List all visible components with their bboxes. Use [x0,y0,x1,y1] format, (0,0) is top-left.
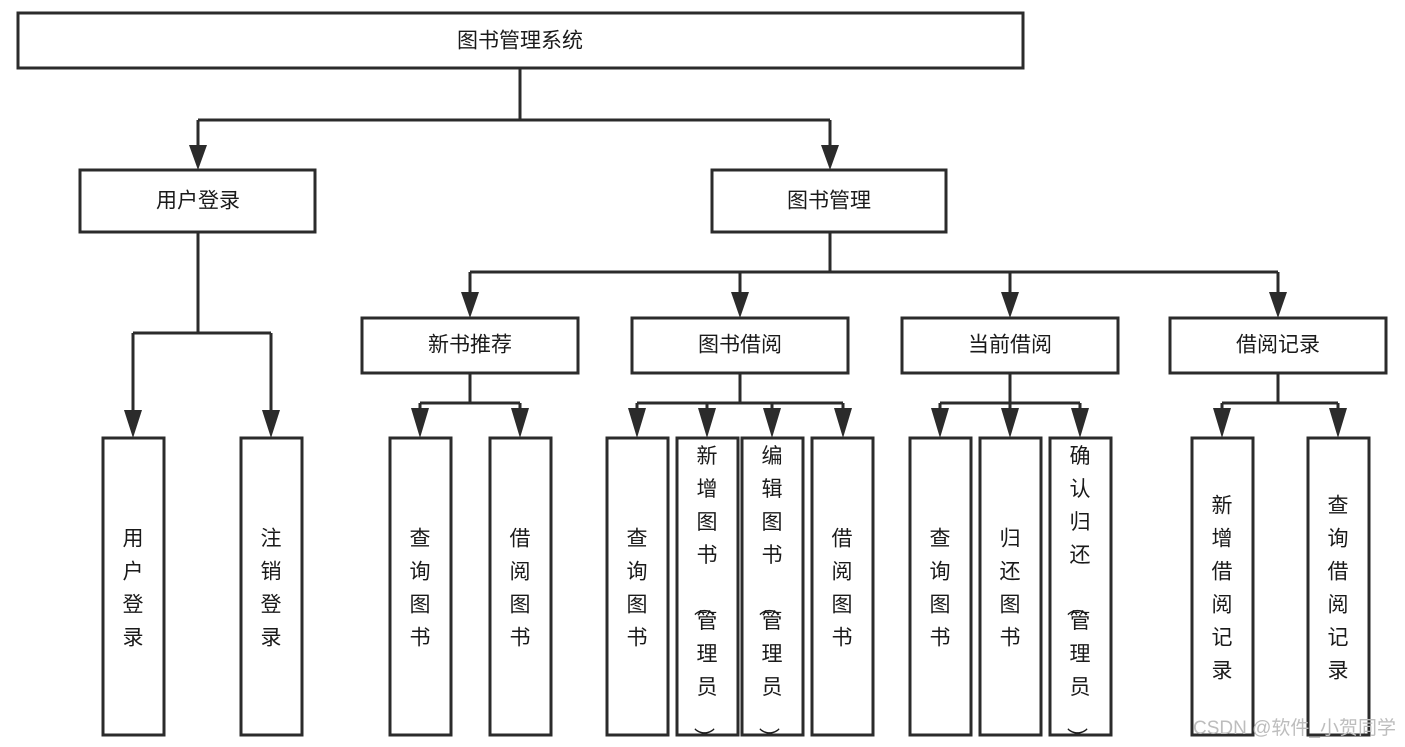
node-book-borrow[interactable]: 图书借阅 [630,316,850,375]
node-book-borrow-box[interactable] [630,316,850,375]
node-leaf-user-login-label: 用户登录 [123,528,144,650]
leaf-nodes-layer: 用户登录 注销登录 查询图书 借阅图书 查询图书 新增图书（管理员） 编辑图书（… [101,436,1371,747]
arrow-head-borrow-record [1269,292,1287,318]
arrow-head-book-management [821,145,839,170]
node-leaf-query-book-3[interactable]: 查询图书 [908,436,973,737]
node-current-borrow[interactable]: 当前借阅 [900,316,1120,375]
watermark-label: CSDN @软件_小贺同学 [1193,717,1396,739]
node-root[interactable]: 图书管理系统 [16,11,1025,70]
node-leaf-add-record-label: 新增借阅记录 [1212,495,1233,683]
node-book-borrow-label: 图书借阅 [698,334,782,357]
arrow-head-current-borrow [1001,292,1019,318]
connector-layer [124,68,1347,438]
node-leaf-confirm-return[interactable]: 确认归还（管理员） [1048,436,1113,747]
node-root-label: 图书管理系统 [457,30,583,53]
node-leaf-user-logout-box[interactable] [239,436,304,737]
node-leaf-query-record-label: 查询借阅记录 [1328,495,1349,683]
arrow-head-leaf-confirm-return [1071,408,1089,438]
node-leaf-query-book-2-box[interactable] [605,436,670,737]
node-leaf-edit-book-box[interactable] [740,436,805,737]
node-leaf-user-logout-label: 注销登录 [261,528,282,650]
node-leaf-return-book[interactable]: 归还图书 [978,436,1043,737]
node-leaf-query-book-2-label: 查询图书 [627,528,648,650]
arrow-head-leaf-add-book [698,408,716,438]
node-leaf-query-book-2[interactable]: 查询图书 [605,436,670,737]
node-book-management-box[interactable] [710,168,948,234]
node-leaf-borrow-book-1-label: 借阅图书 [510,528,531,650]
node-new-book-recommend[interactable]: 新书推荐 [360,316,580,375]
node-current-borrow-box[interactable] [900,316,1120,375]
node-user-login-label: 用户登录 [156,190,240,213]
node-leaf-query-record-box[interactable] [1306,436,1371,737]
node-new-book-recommend-box[interactable] [360,316,580,375]
node-borrow-record-box[interactable] [1168,316,1388,375]
node-user-login-box[interactable] [78,168,317,234]
arrow-head-leaf-user-login [124,410,142,438]
node-user-login[interactable]: 用户登录 [78,168,317,234]
node-leaf-borrow-book-2[interactable]: 借阅图书 [810,436,875,737]
node-leaf-edit-book-label: 编辑图书（管理员） [757,445,783,747]
arrow-head-leaf-query-book-2 [628,408,646,438]
node-leaf-confirm-return-box[interactable] [1048,436,1113,737]
node-leaf-borrow-book-2-label: 借阅图书 [832,528,853,650]
node-leaf-query-record[interactable]: 查询借阅记录 [1306,436,1371,737]
node-leaf-return-book-label: 归还图书 [1000,528,1021,650]
node-leaf-borrow-book-2-box[interactable] [810,436,875,737]
node-leaf-add-record-box[interactable] [1190,436,1255,737]
node-leaf-query-book-1-label: 查询图书 [410,528,431,650]
arrow-head-leaf-borrow-book-2 [834,408,852,438]
node-leaf-query-book-1-box[interactable] [388,436,453,737]
node-root-box[interactable] [16,11,1025,70]
arrow-head-leaf-add-record [1213,408,1231,438]
node-leaf-add-record[interactable]: 新增借阅记录 [1190,436,1255,737]
node-leaf-borrow-book-1[interactable]: 借阅图书 [488,436,553,737]
node-current-borrow-label: 当前借阅 [968,334,1052,357]
arrow-head-leaf-edit-book [763,408,781,438]
node-book-management[interactable]: 图书管理 [710,168,948,234]
arrow-head-user-login [189,145,207,170]
node-leaf-query-book-1[interactable]: 查询图书 [388,436,453,737]
node-leaf-add-book-box[interactable] [675,436,740,737]
arrow-head-book-borrow [731,292,749,318]
node-borrow-record-label: 借阅记录 [1236,334,1320,357]
node-leaf-user-login-box[interactable] [101,436,166,737]
node-leaf-user-logout[interactable]: 注销登录 [239,436,304,737]
node-leaf-add-book[interactable]: 新增图书（管理员） [675,436,740,747]
node-leaf-return-book-box[interactable] [978,436,1043,737]
node-leaf-confirm-return-label: 确认归还（管理员） [1065,445,1091,747]
node-leaf-user-login[interactable]: 用户登录 [101,436,166,737]
arrow-head-leaf-return-book [1001,408,1019,438]
node-leaf-add-book-label: 新增图书（管理员） [692,445,718,747]
arrow-head-leaf-query-book-3 [931,408,949,438]
node-leaf-edit-book[interactable]: 编辑图书（管理员） [740,436,805,747]
arrow-head-leaf-query-book-1 [411,408,429,438]
arrow-head-leaf-borrow-book-1 [511,408,529,438]
node-new-book-recommend-label: 新书推荐 [428,334,512,357]
node-leaf-query-book-3-box[interactable] [908,436,973,737]
arrow-head-new-book-recommend [461,292,479,318]
node-borrow-record[interactable]: 借阅记录 [1168,316,1388,375]
node-book-management-label: 图书管理 [787,190,871,213]
node-leaf-borrow-book-1-box[interactable] [488,436,553,737]
arrow-head-leaf-query-record [1329,408,1347,438]
node-leaf-query-book-3-label: 查询图书 [930,528,951,650]
arrow-head-leaf-user-logout [262,410,280,438]
